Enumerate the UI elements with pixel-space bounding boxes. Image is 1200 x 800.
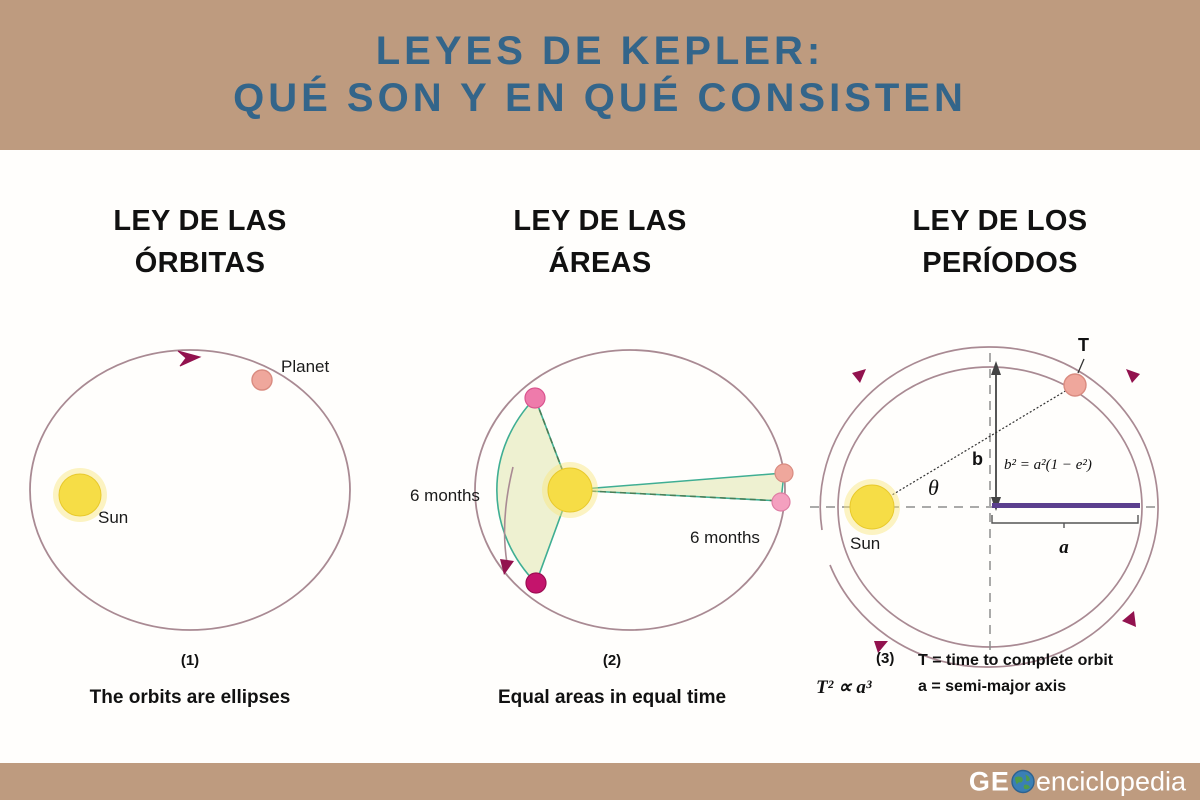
orbit-direction-arrow-icon [177, 350, 202, 367]
panel-1-number: (1) [181, 652, 199, 669]
heading-orbitas-line-2: ÓRBITAS [134, 247, 266, 280]
swept-area-right-dashed-edge [569, 489, 782, 502]
period-label: T [1078, 335, 1089, 355]
ring-arrow-bottom-left-icon [874, 641, 888, 653]
semi-major-brace [991, 515, 1139, 528]
logo-prefix-text: GE [968, 766, 1010, 796]
heading-periodos-line-2: PERÍODOS [922, 247, 1078, 280]
direction-arc-lower-left [829, 564, 991, 668]
heading-ley-de-las-orbitas: LEY DE LAS ÓRBITAS [0, 200, 400, 315]
planet-dot-right-upper [774, 463, 794, 483]
planet-body [1063, 373, 1087, 397]
diagram-orbitas: Sun Planet (1) The orbits are ellipses [29, 349, 351, 708]
globe-icon [1011, 769, 1035, 794]
direction-arrow-left-icon [500, 559, 514, 575]
page-title-line-1: LEYES DE KEPLER: [375, 28, 825, 73]
panel-orbitas: Sun Planet (1) The orbits are ellipses [0, 325, 400, 725]
radius-vector-line [871, 386, 1073, 508]
angle-theta-label: θ [928, 475, 939, 500]
sun-label: Sun [850, 534, 880, 553]
orbit-ellipse [29, 349, 351, 631]
label-6-months-left: 6 months [410, 486, 480, 505]
semi-major-axis-bar [992, 503, 1140, 508]
heading-orbitas-line-1: LEY DE LAS [113, 205, 287, 237]
direction-arc-lower-right [989, 509, 1159, 668]
swept-area-right [569, 472, 785, 502]
ring-arrow-top-left-icon [852, 369, 866, 383]
panel-periodos: b a θ Sun T b² = a²(1 − e²) [800, 325, 1200, 725]
logo-word-text: enciclopedia [1035, 766, 1186, 796]
heading-periodos-line-1: LEY DE LOS [912, 205, 1088, 237]
semi-major-label: a [1059, 537, 1069, 558]
panel-areas: 6 months 6 months (2) Equal areas in equ… [400, 325, 800, 725]
planet-label: Planet [281, 357, 329, 376]
sun-body [547, 467, 593, 513]
panel-1-caption: The orbits are ellipses [90, 687, 291, 708]
ellipse-formula: b² = a²(1 − e²) [1004, 457, 1092, 473]
diagram-row: Sun Planet (1) The orbits are ellipses [0, 325, 1200, 725]
sun-label: Sun [98, 508, 128, 527]
planet-dot-left-upper [524, 387, 546, 409]
legend-period-definition: T = time to complete orbit [918, 652, 1114, 669]
planet-dot-right-lower [771, 492, 791, 512]
semi-minor-arrow-up-icon [991, 361, 1001, 375]
panel-2-caption: Equal areas in equal time [498, 687, 726, 708]
ring-arrow-bottom-right-icon [1122, 611, 1136, 627]
label-6-months-right: 6 months [690, 528, 760, 547]
swept-area-left-dashed-edge [534, 397, 571, 491]
panel-2-number: (2) [603, 652, 621, 669]
ring-arrow-top-right-icon [1126, 369, 1140, 383]
sun-body [849, 484, 895, 530]
heading-areas-line-1: LEY DE LAS [513, 205, 687, 237]
page-title-line-2: QUÉ SON Y EN QUÉ CONSISTEN [233, 76, 967, 120]
planet-body [251, 369, 273, 391]
planet-dot-left-lower [525, 572, 547, 594]
third-law-formula: T² ∝ a³ [816, 677, 872, 698]
sun-body [58, 473, 102, 517]
direction-arc-upper-right [989, 346, 1159, 511]
site-logo[interactable]: GE enciclopedia [969, 766, 1186, 797]
heading-ley-de-las-areas: LEY DE LAS ÁREAS [400, 200, 800, 315]
period-pointer-line [1077, 358, 1085, 374]
direction-arc-left [503, 466, 514, 564]
semi-minor-label: b [972, 449, 983, 469]
heading-areas-line-2: ÁREAS [548, 247, 652, 280]
direction-arc-upper-left [819, 346, 991, 531]
panel-3-number: (3) [876, 650, 894, 667]
legend-semimajor-definition: a = semi-major axis [918, 678, 1066, 695]
diagram-areas: 6 months 6 months (2) Equal areas in equ… [410, 349, 794, 708]
orbit-ellipse [474, 349, 786, 631]
footer-band: GE enciclopedia [0, 763, 1200, 800]
panel-headings-row: LEY DE LAS ÓRBITAS LEY DE LAS ÁREAS LEY … [0, 200, 1200, 315]
heading-ley-de-los-periodos: LEY DE LOS PERÍODOS [800, 200, 1200, 315]
header-band: LEYES DE KEPLER: QUÉ SON Y EN QUÉ CONSIS… [0, 0, 1200, 150]
diagram-periodos: b a θ Sun T b² = a²(1 − e²) [810, 335, 1160, 698]
swept-area-left [496, 396, 571, 585]
